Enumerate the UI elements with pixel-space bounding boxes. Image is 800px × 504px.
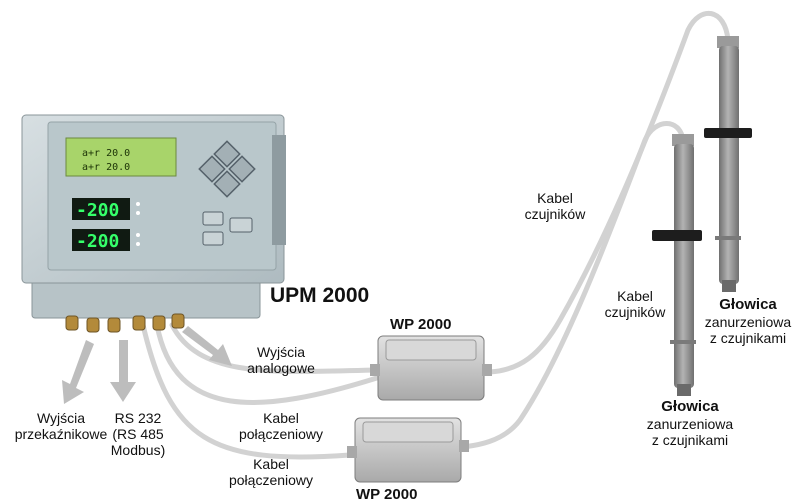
probe-right: [704, 36, 752, 292]
analog-arrow: [182, 326, 232, 366]
analog-cable: [169, 322, 379, 375]
sensor-cable-1-label: Kabel czujników: [524, 190, 586, 222]
cables: [140, 11, 731, 460]
connection-cable-1-label: Kabel połączeniowy: [238, 410, 324, 442]
probe-left: [652, 134, 702, 396]
rs232-arrow: [110, 340, 136, 402]
relay-outputs-label: Wyjścia przekaźnikowe: [14, 410, 108, 442]
led-display-2: [72, 229, 130, 251]
connection-cable-2: [140, 322, 353, 460]
controller-name: UPM 2000: [270, 284, 370, 307]
analog-outputs-label: Wyjścia analogowe: [247, 344, 315, 376]
sensor-cable-left: [437, 121, 686, 451]
status-leds: [136, 202, 140, 246]
led-display-1: [72, 198, 130, 220]
lcd-display: [65, 137, 177, 177]
led-display-1-value: -200: [76, 200, 119, 221]
svg-text:a+r 20.0: a+r 20.0: [82, 162, 130, 173]
svg-text:a+r 20.0: a+r 20.0: [82, 148, 130, 159]
relay-arrow: [62, 340, 94, 404]
controller-hinge: [272, 135, 286, 245]
upm-2000-controller: a+r 20.0 a+r 20.0 -200 -200: [21, 114, 286, 333]
sensor-cable-2-label: Kabel czujników: [604, 288, 666, 320]
function-keys: [202, 211, 253, 246]
head-right-label: Głowica zanurzeniowa z czujnikami: [704, 296, 792, 346]
rs232-label: RS 232 (RS 485 Modbus): [110, 410, 166, 458]
output-arrows: [62, 326, 232, 404]
connection-cable-1: [154, 322, 383, 405]
wp-2000-box-1: [370, 335, 492, 401]
head-left-label: Głowica zanurzeniowa z czujnikami: [646, 398, 734, 448]
led-display-2-value: -200: [76, 231, 119, 252]
cable-glands: [65, 313, 185, 333]
wp-box-1-label: WP 2000: [390, 316, 452, 333]
connection-cable-2-label: Kabel połączeniowy: [228, 456, 314, 488]
wp-2000-box-2: [347, 417, 469, 483]
wp-box-2-label: WP 2000: [356, 486, 418, 503]
nav-keypad: [198, 140, 256, 198]
